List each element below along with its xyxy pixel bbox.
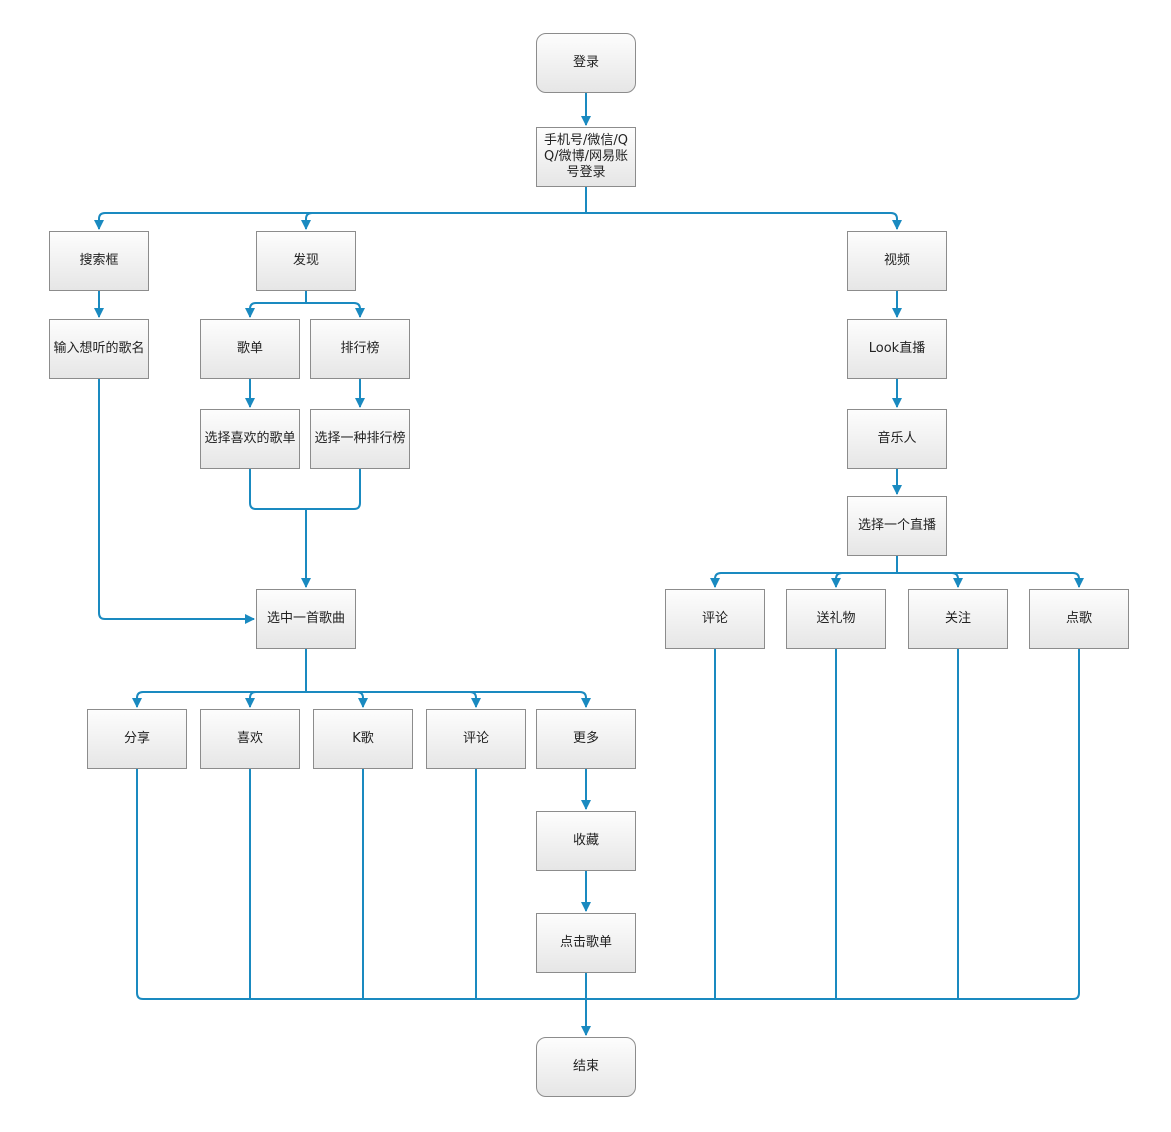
- node-song-comment-label: 评论: [462, 731, 489, 746]
- edge-discover-to-chart: [306, 302, 365, 318]
- edge-method-to-discover: [301, 212, 586, 230]
- node-end: 结束: [536, 1037, 636, 1097]
- node-pick-live-label: 选择一个直播: [857, 518, 936, 533]
- edge-pick-song-to-more: [306, 691, 591, 708]
- node-playlist-label: 歌单: [236, 341, 263, 356]
- node-end-label: 结束: [572, 1059, 599, 1074]
- node-collect-label: 收藏: [572, 833, 599, 848]
- node-request-song-label: 点歌: [1065, 611, 1092, 626]
- edge-pick-live-to-gift: [831, 572, 897, 588]
- node-share-label: 分享: [123, 731, 150, 746]
- edge-method-to-search: [94, 212, 586, 230]
- node-song-comment: 评论: [426, 709, 526, 769]
- node-login-label: 登录: [572, 55, 599, 70]
- edge-pick-song-to-share: [132, 691, 306, 708]
- edge-share-to-end: [136, 769, 586, 1000]
- edge-pick-chart-merge: [306, 469, 361, 510]
- node-look-live-label: Look直播: [868, 341, 926, 356]
- node-click-playlist-label: 点击歌单: [559, 935, 612, 950]
- node-send-gift: 送礼物: [786, 589, 886, 649]
- node-follow: 关注: [908, 589, 1008, 649]
- node-karaoke-label: K歌: [352, 731, 374, 746]
- node-like-label: 喜欢: [236, 731, 263, 746]
- node-click-playlist: 点击歌单: [536, 913, 636, 973]
- edge-pick-playlist-merge: [249, 469, 306, 510]
- edge-pick-live-to-comment: [710, 572, 897, 588]
- node-more-label: 更多: [572, 731, 599, 746]
- node-login: 登录: [536, 33, 636, 93]
- node-playlist: 歌单: [200, 319, 300, 379]
- node-live-comment-label: 评论: [701, 611, 728, 626]
- node-send-gift-label: 送礼物: [816, 611, 856, 626]
- edge-pick-song-to-like: [245, 691, 306, 708]
- edge-pick-song-to-comment: [306, 691, 481, 708]
- node-chart-label: 排行榜: [340, 341, 380, 356]
- node-input-song-name-label: 输入想听的歌名: [53, 341, 145, 356]
- node-live-comment: 评论: [665, 589, 765, 649]
- edge-request-to-end: [586, 649, 1080, 1000]
- node-request-song: 点歌: [1029, 589, 1129, 649]
- node-video: 视频: [847, 231, 947, 291]
- node-search-box-label: 搜索框: [79, 253, 119, 268]
- node-like: 喜欢: [200, 709, 300, 769]
- node-input-song-name: 输入想听的歌名: [49, 319, 149, 379]
- node-pick-favorite-playlist: 选择喜欢的歌单: [200, 409, 300, 469]
- node-discover: 发现: [256, 231, 356, 291]
- node-chart: 排行榜: [310, 319, 410, 379]
- node-discover-label: 发现: [292, 253, 319, 268]
- node-video-label: 视频: [883, 253, 910, 268]
- node-pick-favorite-playlist-label: 选择喜欢的歌单: [204, 431, 296, 446]
- node-login-method-label: 手机号/微信/QQ/微博/网易账号登录: [544, 133, 628, 180]
- node-pick-song: 选中一首歌曲: [256, 589, 356, 649]
- node-pick-chart: 选择一种排行榜: [310, 409, 410, 469]
- node-pick-chart-label: 选择一种排行榜: [314, 431, 406, 446]
- edge-method-to-video: [586, 212, 902, 230]
- node-pick-song-label: 选中一首歌曲: [266, 611, 345, 626]
- edge-pick-live-to-follow: [897, 572, 963, 588]
- edge-pick-song-to-karaoke: [306, 691, 368, 708]
- node-karaoke: K歌: [313, 709, 413, 769]
- node-share: 分享: [87, 709, 187, 769]
- node-look-live: Look直播: [847, 319, 947, 379]
- node-search-box: 搜索框: [49, 231, 149, 291]
- edge-discover-to-playlist: [245, 302, 306, 318]
- node-musician-label: 音乐人: [877, 431, 917, 446]
- edge-pick-live-to-request: [897, 572, 1084, 588]
- node-collect: 收藏: [536, 811, 636, 871]
- node-musician: 音乐人: [847, 409, 947, 469]
- node-more: 更多: [536, 709, 636, 769]
- node-login-method: 手机号/微信/QQ/微博/网易账号登录: [536, 127, 636, 187]
- node-pick-live: 选择一个直播: [847, 496, 947, 556]
- node-follow-label: 关注: [944, 611, 971, 626]
